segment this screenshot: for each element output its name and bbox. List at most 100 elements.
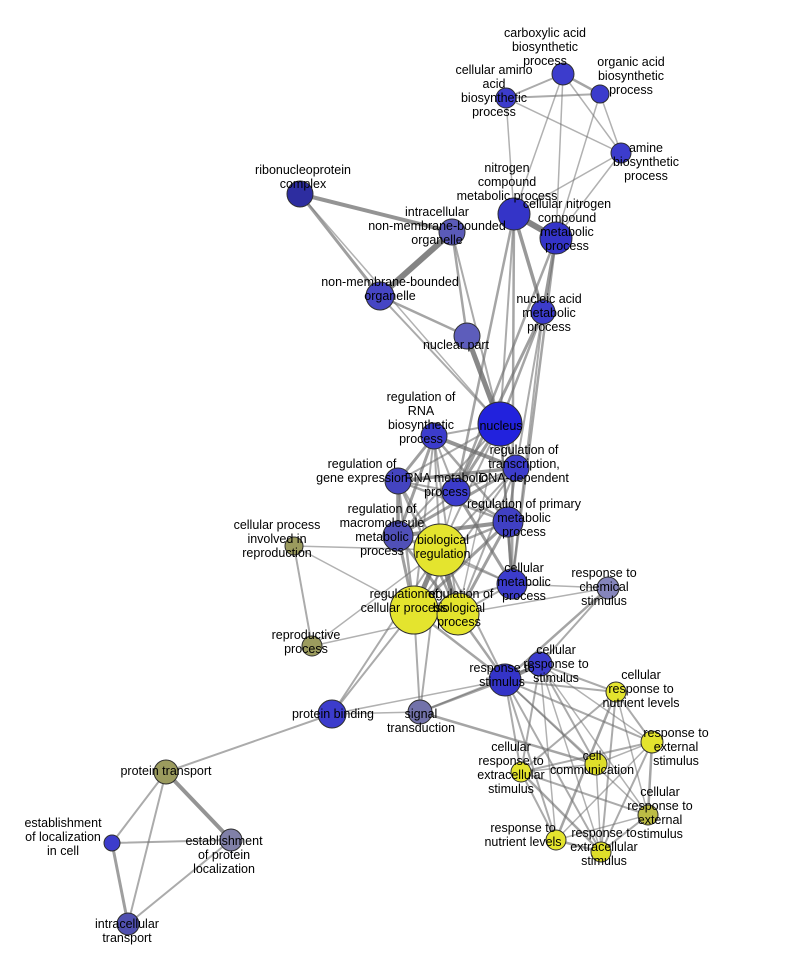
edge-amine--cell_nitrogen	[555, 152, 622, 239]
node-reg_primary[interactable]	[492, 506, 524, 538]
node-est_protein_loc[interactable]	[219, 828, 243, 852]
edge-rna_metabolic--cell_metabolic	[454, 490, 514, 586]
node-reg_biological[interactable]	[436, 592, 480, 636]
node-resp_extracell[interactable]	[590, 841, 612, 863]
edge-cell_resp_extracell--cell_resp_external	[520, 771, 649, 816]
edge-resp_external--resp_extracell	[600, 741, 653, 853]
node-reg_gene_expr[interactable]	[384, 467, 412, 495]
node-reg_transcription[interactable]	[502, 454, 530, 482]
node-cell_resp_stim[interactable]	[527, 651, 553, 677]
edge-est_loc_cell--intra_transport	[110, 841, 130, 926]
node-cell_comm[interactable]	[584, 752, 608, 776]
node-cell_metabolic[interactable]	[496, 568, 528, 600]
edge-resp_stimulus--resp_extracell	[504, 679, 602, 853]
edge-reg_rna--reg_transcription	[432, 434, 518, 470]
node-rna_metabolic[interactable]	[441, 477, 471, 507]
node-cell_proc_repro[interactable]	[284, 536, 304, 556]
edge-organic--cell_amino	[505, 93, 601, 99]
edge-intra_nmb--nmb	[377, 229, 455, 299]
node-resp_chemical[interactable]	[596, 576, 620, 600]
node-est_loc_cell[interactable]	[103, 834, 121, 852]
node-resp_stimulus[interactable]	[488, 663, 522, 697]
edge-cell_resp_stim--cell_comm	[539, 663, 597, 765]
edge-resp_stimulus--cell_resp_nutrient	[504, 679, 617, 693]
edge-resp_external--cell_resp_external	[646, 740, 654, 817]
nodes-layer	[103, 62, 664, 936]
edge-protein_binding--resp_stimulus	[331, 679, 506, 715]
node-amine[interactable]	[610, 142, 632, 164]
node-protein_transport[interactable]	[153, 759, 179, 785]
node-organic[interactable]	[590, 84, 610, 104]
edge-resp_chemical--reg_biological	[457, 587, 609, 615]
edge-protein_binding--signal_transduction	[331, 711, 421, 715]
edge-amine--nitrogen	[513, 152, 622, 215]
node-reg_macromol[interactable]	[382, 520, 414, 552]
node-intra_nmb[interactable]	[438, 218, 466, 246]
edge-cell_amino--nitrogen	[505, 97, 515, 215]
edge-cell_comm--signal_transduction	[418, 710, 598, 766]
node-nuclear_part[interactable]	[453, 322, 481, 350]
node-cell_resp_extracell[interactable]	[510, 761, 532, 783]
node-protein_binding[interactable]	[317, 699, 347, 729]
node-signal_transduction[interactable]	[407, 699, 433, 725]
node-nucleus[interactable]	[477, 401, 523, 447]
edge-nucleic--cell_metabolic	[511, 311, 544, 585]
edge-cell_resp_external--resp_nutrient	[555, 814, 649, 841]
edge-ribo--intra_nmb	[298, 192, 454, 234]
node-resp_nutrient[interactable]	[545, 829, 567, 851]
edge-cell_resp_stim--signal_transduction	[419, 663, 541, 713]
edge-bio_reg--signal_transduction	[419, 549, 441, 713]
edge-resp_stimulus--resp_external	[504, 679, 653, 743]
edge-carboxylic--amine	[562, 73, 622, 154]
edge-cell_resp_nutrient--cell_resp_extracell	[520, 691, 617, 773]
node-nmb[interactable]	[365, 281, 395, 311]
edge-cell_proc_repro--repro_process	[293, 545, 313, 647]
node-bio_reg[interactable]	[413, 523, 467, 577]
node-resp_external[interactable]	[640, 730, 664, 754]
node-nitrogen[interactable]	[497, 197, 531, 231]
edge-organic--cell_nitrogen	[555, 93, 601, 239]
edge-cell_resp_stim--resp_nutrient	[539, 663, 557, 841]
node-carboxylic[interactable]	[551, 62, 575, 86]
node-intra_transport[interactable]	[116, 912, 140, 936]
edge-ribo--nucleus	[299, 193, 501, 425]
node-ribo[interactable]	[286, 180, 314, 208]
node-reg_rna[interactable]	[420, 422, 448, 450]
edge-cell_resp_nutrient--cell_resp_external	[615, 691, 649, 816]
node-cell_amino[interactable]	[495, 87, 517, 109]
node-cell_nitrogen[interactable]	[539, 221, 573, 255]
node-cell_resp_external[interactable]	[637, 804, 659, 826]
edge-nitrogen--rna_metabolic	[454, 212, 516, 494]
edge-cell_amino--amine	[505, 97, 622, 154]
node-nucleic[interactable]	[530, 299, 556, 325]
edge-ribo--nmb	[298, 192, 382, 298]
edge-cell_resp_stim--resp_external	[539, 663, 653, 743]
edge-cell_resp_extracell--resp_extracell	[519, 770, 603, 854]
node-repro_process[interactable]	[301, 635, 323, 657]
edge-nmb--nucleus	[379, 295, 501, 425]
node-cell_resp_nutrient[interactable]	[605, 681, 627, 703]
edge-cell_resp_stim--resp_extracell	[539, 663, 602, 853]
